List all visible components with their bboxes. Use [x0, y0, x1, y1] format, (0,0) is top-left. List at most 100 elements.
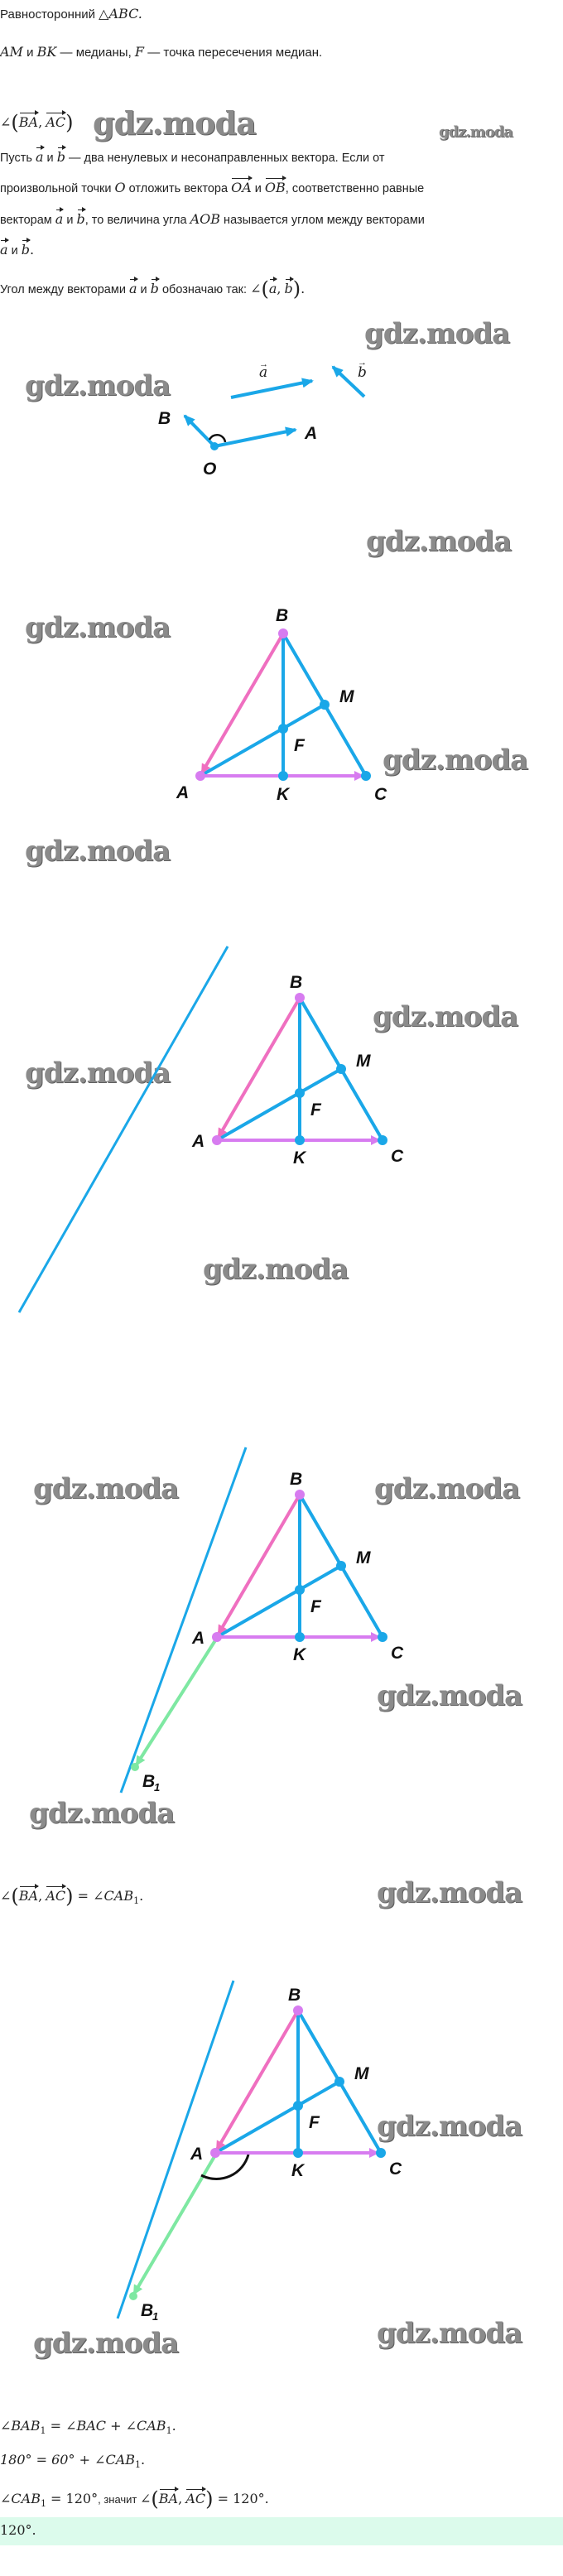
watermark: gdz.moda [33, 1472, 179, 1505]
label-b1-sub: 1 [154, 1781, 160, 1794]
math: 1 [40, 2498, 46, 2509]
math: ∠ [250, 281, 262, 296]
solution-line-2: 180° = 60° + ∠CAB1. [0, 2451, 145, 2474]
math: AOB [190, 211, 221, 227]
watermark: gdz.moda [377, 1679, 522, 1712]
watermark: gdz.moda [93, 104, 257, 142]
watermark: gdz.moda [29, 1797, 175, 1830]
watermark: gdz.moda [364, 317, 510, 350]
answer-text: 120°. [0, 2522, 36, 2538]
watermark: gdz.moda [203, 1253, 349, 1286]
watermark: gdz.moda [33, 2327, 179, 2360]
label-b: B [288, 1986, 301, 2005]
vector: a [269, 277, 277, 298]
watermark: gdz.moda [374, 1472, 520, 1505]
label-b1-sub: 1 [152, 2310, 158, 2323]
watermark: gdz.moda [25, 611, 171, 644]
label-k: K [293, 1645, 307, 1664]
point-o [210, 442, 219, 450]
vector: a [36, 145, 45, 166]
label-m: M [356, 1548, 371, 1567]
text: , то величина угла [84, 214, 190, 227]
label-f: F [309, 2113, 320, 2132]
label-f: F [294, 736, 306, 755]
math: AM [0, 44, 23, 60]
vector: b [22, 238, 31, 259]
arrow-icon: → [259, 359, 268, 369]
text: и [251, 182, 265, 195]
text: — два ненулевых и несонаправленных векто… [65, 152, 385, 165]
label-a: A [190, 2145, 203, 2164]
vector: AC [46, 110, 66, 132]
label-b: B [158, 409, 171, 428]
label-m: M [354, 2064, 369, 2083]
math: . [139, 1888, 144, 1904]
medians-line: AM и BK — медианы, F — точка пересечения… [0, 43, 322, 62]
watermark: gdz.moda [383, 744, 528, 777]
triangle-diagram-2: B M F A K C [17, 946, 404, 1313]
watermark: gdz.moda [377, 2317, 522, 2350]
arrow-icon: → [358, 358, 367, 368]
text: и [63, 214, 77, 227]
label-a: A [191, 1629, 205, 1648]
label-b: B [276, 606, 288, 625]
text: и [43, 152, 57, 165]
label-o: O [203, 460, 216, 479]
math: , [178, 2491, 183, 2506]
label-f: F [310, 1597, 322, 1616]
angle-arc [208, 434, 227, 443]
solution-line-3: ∠CAB1 = 120°, значит ∠(BA, AC) = 120°. [0, 2487, 269, 2511]
watermark: gdz.moda [439, 123, 513, 141]
angle-equality-line: ∠(BA, AC) = ∠CAB1. [0, 1884, 144, 1908]
vector: OA [231, 176, 253, 197]
text: — точка пересечения медиан. [144, 46, 323, 60]
vector: a [0, 238, 9, 259]
vector-ob [183, 414, 216, 448]
label-k: K [277, 785, 291, 804]
text: отложить вектора [125, 182, 232, 195]
angle-title: ∠(BA, AC) [0, 110, 74, 134]
watermark: gdz.moda [377, 1876, 522, 1909]
solution-line-1: ∠BAB1 = ∠BAC + ∠CAB1. [0, 2417, 176, 2440]
vector-b-label: b [358, 364, 367, 381]
text: Равносторонний [0, 7, 99, 22]
given-line: Равносторонний △ABC. [0, 5, 142, 24]
vector: BA [159, 2487, 180, 2508]
vector: BA [19, 110, 40, 132]
label-k: K [293, 1148, 307, 1168]
label-b1: B [141, 2301, 153, 2320]
label-f: F [310, 1100, 322, 1119]
math: △ABC. [99, 6, 142, 22]
label-b: B [290, 973, 302, 992]
math: 1 [166, 2425, 172, 2436]
definition-line-1: Пусть a и b — два ненулевых и несонаправ… [0, 145, 385, 167]
vector-b [331, 365, 366, 398]
math: . [171, 2418, 176, 2434]
math: = ∠BAC + ∠CAB [46, 2418, 166, 2434]
label-m: M [356, 1052, 371, 1071]
triangle-diagram-4: B M F A K C B 1 [116, 1980, 402, 2323]
math: , [277, 281, 282, 296]
math: , [38, 1888, 43, 1904]
label-c: C [389, 2160, 402, 2179]
definition-line-2: произвольной точки O отложить вектора OA… [0, 176, 424, 198]
math: ∠BAB [0, 2418, 41, 2434]
vector: BA [19, 1884, 40, 1905]
math: . [141, 2452, 146, 2468]
vector-angle-diagram: a → b → B A O B M F A K C [158, 358, 387, 804]
text: обозначаю так: [158, 283, 251, 296]
math: , [38, 114, 43, 130]
label-k: K [291, 2161, 306, 2180]
text: — медианы, [56, 46, 135, 60]
vector-a-label: a [259, 364, 267, 381]
math: = 120°. [213, 2491, 269, 2506]
watermark: gdz.moda [25, 1057, 171, 1090]
angle-arc [200, 2154, 250, 2180]
label-c: C [391, 1147, 404, 1166]
label-c: C [391, 1644, 404, 1663]
triangle-diagram-1 [195, 628, 371, 781]
text: и [7, 244, 22, 258]
math: = 120° [46, 2491, 99, 2506]
text: называется углом между векторами [220, 214, 425, 227]
vector: OB [265, 176, 286, 197]
